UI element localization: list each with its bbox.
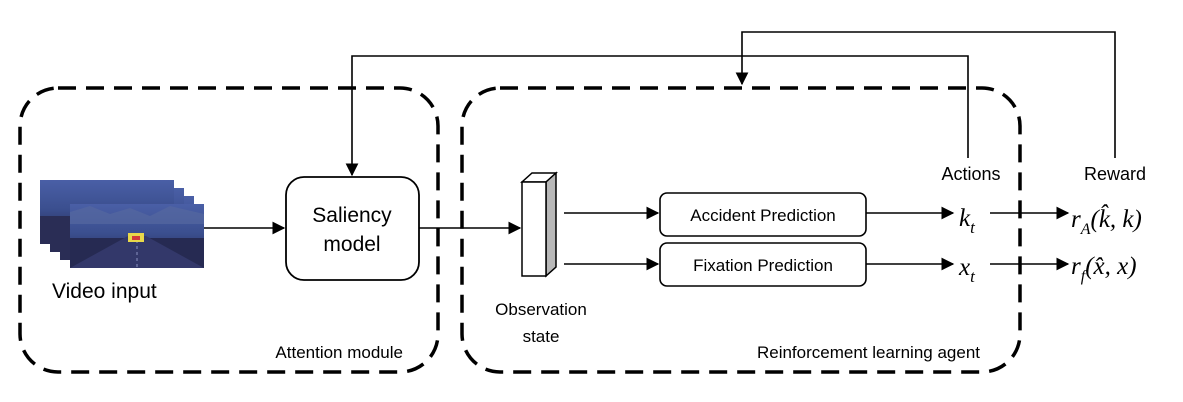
attention-module-group (18, 86, 440, 374)
attention-module-label: Attention module (275, 343, 403, 362)
observation-state-label-line1: Observation (495, 300, 587, 319)
observation-state-block (520, 171, 558, 278)
reward-fixation-label: rf(x̂, x) (1071, 253, 1137, 285)
video-input-label: Video input (52, 280, 157, 303)
k-t-label: kt (959, 205, 976, 237)
fixation-prediction-label: Fixation Prediction (693, 256, 833, 275)
arrow-actions-to-saliency (345, 55, 969, 177)
video-frames-stack (40, 180, 204, 268)
rl-agent-group (460, 86, 1022, 374)
arrow-reward-to-agent (735, 31, 1116, 158)
x-t-label: xt (958, 254, 976, 286)
saliency-model-label-line1: Saliency (312, 204, 392, 227)
video-frame-front (70, 204, 204, 268)
rl-agent-label: Reinforcement learning agent (757, 343, 980, 362)
saliency-model-box (285, 176, 420, 281)
reward-accident-label: rA(k̂, k) (1071, 204, 1142, 238)
accident-prediction-label: Accident Prediction (690, 206, 836, 225)
accident-prediction-box (659, 192, 867, 237)
reward-label: Reward (1084, 164, 1146, 184)
observation-state-label-line2: state (523, 327, 560, 346)
saliency-model-label-line2: model (323, 233, 380, 256)
actions-label: Actions (941, 164, 1000, 184)
